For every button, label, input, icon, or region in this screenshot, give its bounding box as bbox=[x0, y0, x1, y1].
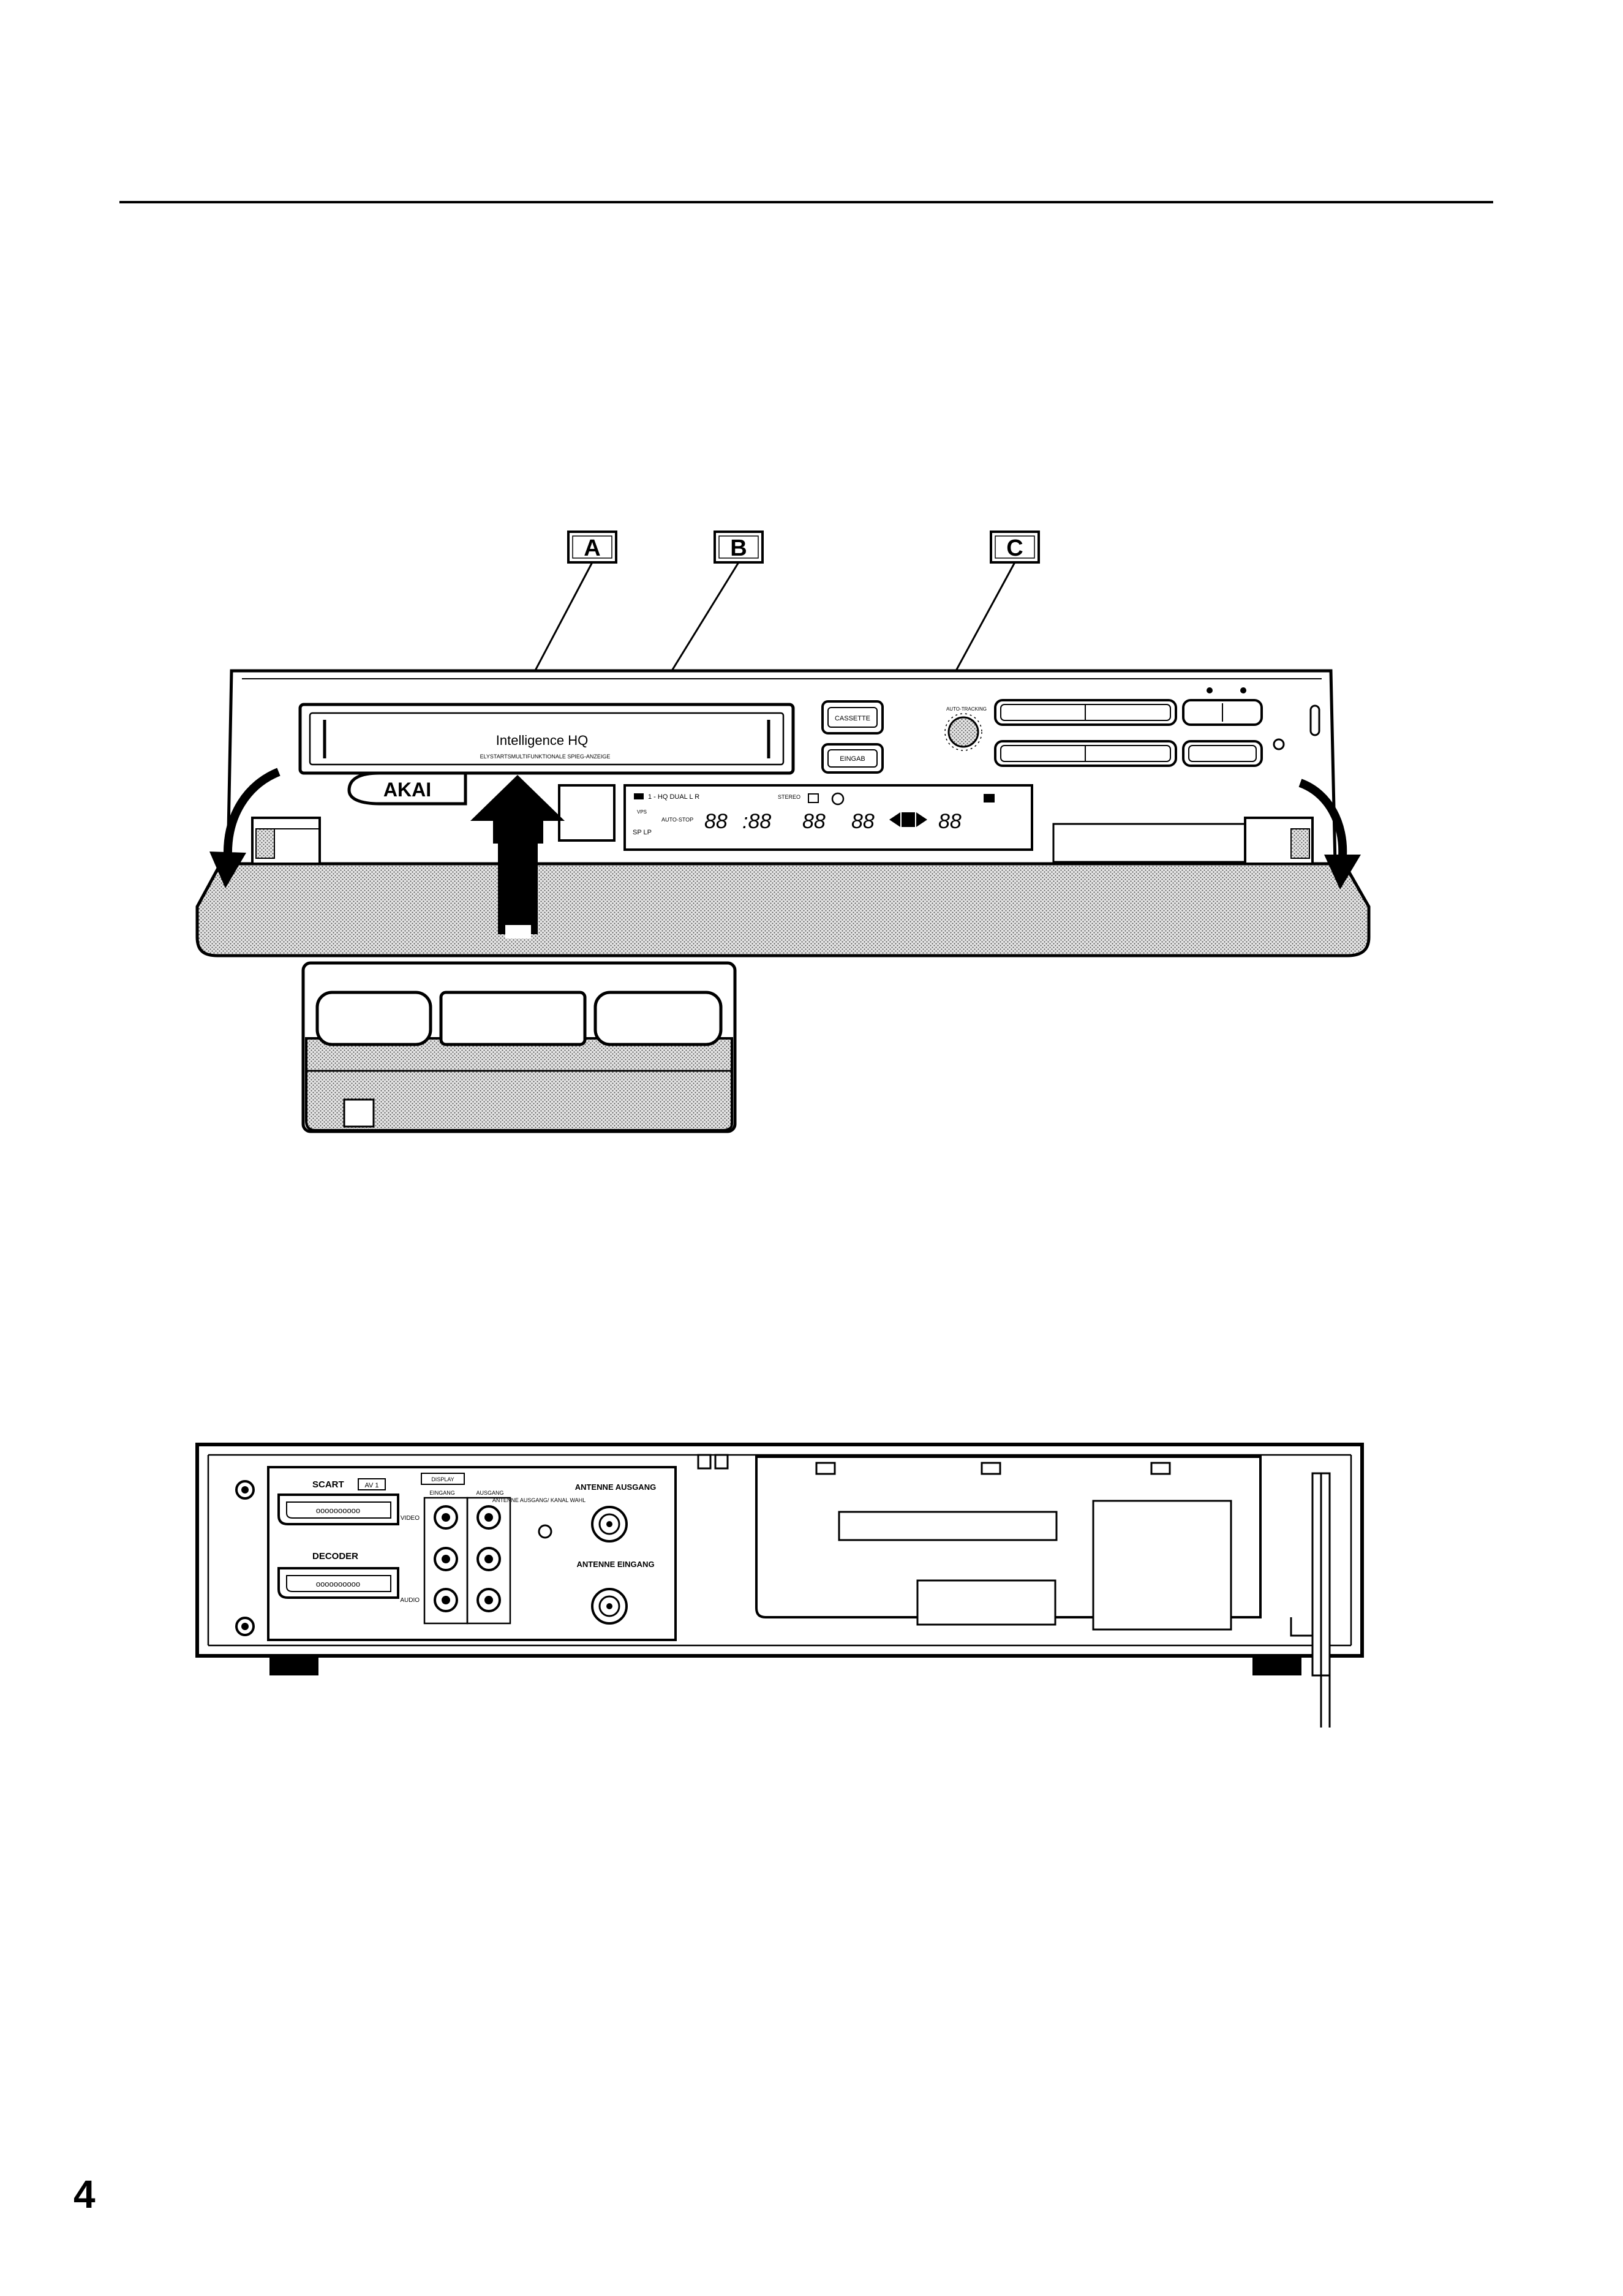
antenna-out-connector[interactable] bbox=[591, 1506, 628, 1543]
channel-adjust-screw[interactable] bbox=[538, 1524, 552, 1539]
video-label: VIDEO bbox=[401, 1515, 420, 1522]
callout-b-label: B bbox=[730, 535, 747, 561]
audio-l-out-jack[interactable] bbox=[476, 1547, 501, 1571]
page-number: 4 bbox=[73, 2172, 96, 2216]
akai-logo: AKAI bbox=[347, 771, 467, 806]
display-badge: DISPLAY bbox=[431, 1476, 454, 1482]
rear-foot-left bbox=[269, 1657, 318, 1675]
transport-buttons[interactable] bbox=[994, 687, 1320, 767]
play-direction-indicator bbox=[889, 812, 927, 827]
slot-subtitle: ELYSTARTSMULTIFUNKTIONALE SPIEG-ANZEIGE bbox=[480, 753, 611, 760]
video-out-jack[interactable] bbox=[476, 1505, 501, 1530]
brand-name: AKAI bbox=[383, 779, 431, 801]
rear-cover-plate bbox=[755, 1456, 1262, 1631]
scart-label: SCART bbox=[312, 1479, 344, 1490]
display-digits-mid: :88 bbox=[742, 810, 771, 833]
ausgang-label: AUSGANG bbox=[476, 1490, 503, 1496]
video-in-jack[interactable] bbox=[434, 1505, 458, 1530]
svg-text:oooooooooo: oooooooooo bbox=[316, 1506, 360, 1515]
cassette-button[interactable]: CASSETTE bbox=[821, 700, 884, 734]
callout-a: A bbox=[492, 531, 617, 751]
callout-a-label: A bbox=[584, 535, 600, 561]
knob-label: AUTO-TRACKING bbox=[946, 706, 987, 712]
eingang-label: EINGANG bbox=[429, 1490, 455, 1496]
display-digits-right: 88 bbox=[802, 810, 826, 833]
front-flap bbox=[195, 862, 1371, 957]
flap-hinge-right bbox=[1052, 817, 1314, 865]
display-digits-left: 88 bbox=[704, 810, 728, 833]
decoder-label: DECODER bbox=[312, 1551, 358, 1562]
tracking-knob[interactable]: AUTO-TRACKING bbox=[944, 706, 987, 751]
display-digits-far: 88 bbox=[851, 810, 875, 833]
remote-sensor-window bbox=[558, 784, 616, 842]
fl-display: 1 - HQ DUAL L R STEREO VPS AUTO-STOP SP … bbox=[623, 784, 1033, 851]
eingab-button-label: EINGAB bbox=[840, 755, 865, 763]
audio-r-in-jack[interactable] bbox=[434, 1588, 458, 1612]
cassette-slot: Intelligence HQ bbox=[298, 703, 795, 775]
antenne-eingang-label: ANTENNE EINGANG bbox=[576, 1560, 654, 1569]
audio-l-in-jack[interactable] bbox=[434, 1547, 458, 1571]
scart-decoder-connector[interactable]: oooooooooo bbox=[277, 1567, 399, 1599]
scart-av1-connector[interactable]: oooooooooo bbox=[277, 1494, 399, 1525]
display-stereo: STEREO bbox=[778, 794, 800, 800]
rear-foot-right bbox=[1252, 1657, 1301, 1675]
eingab-button[interactable]: EINGAB bbox=[821, 743, 884, 774]
antenne-ausgang-label: ANTENNE AUSGANG bbox=[575, 1482, 656, 1492]
audio-label: AUDIO bbox=[400, 1597, 420, 1604]
flap-open-arrow-right bbox=[1298, 779, 1361, 889]
display-digits-end: 88 bbox=[938, 810, 962, 833]
vcr-front-view: A B C Intelligence HQ ELYSTARTSMULTIFUNK… bbox=[195, 531, 1371, 1133]
display-vps: VPS bbox=[637, 809, 647, 815]
antenna-in-connector[interactable] bbox=[591, 1588, 628, 1625]
audio-r-out-jack[interactable] bbox=[476, 1588, 501, 1612]
slot-title: Intelligence HQ bbox=[496, 733, 588, 748]
svg-text:oooooooooo: oooooooooo bbox=[316, 1579, 360, 1588]
display-sp-lp: SP LP bbox=[633, 829, 652, 836]
vcr-rear-view: SCART AV 1 oooooooooo DECODER oooooooooo… bbox=[195, 1443, 1364, 1728]
insert-direction-arrow bbox=[470, 775, 565, 938]
callout-c-label: C bbox=[1006, 535, 1023, 561]
power-cord bbox=[1290, 1472, 1331, 1728]
cassette-button-label: CASSETTE bbox=[835, 715, 870, 722]
video-cassette bbox=[301, 961, 737, 1133]
flap-hinge-left bbox=[251, 817, 321, 865]
flap-open-arrow-left bbox=[209, 768, 281, 888]
display-autostop: AUTO-STOP bbox=[661, 817, 693, 823]
scart-badge: AV 1 bbox=[364, 1482, 378, 1489]
display-hq-row: 1 - HQ DUAL L R bbox=[648, 793, 699, 801]
antenne-small-label: ANTENNE AUSGANG/ KANAL WAHL bbox=[492, 1497, 586, 1503]
